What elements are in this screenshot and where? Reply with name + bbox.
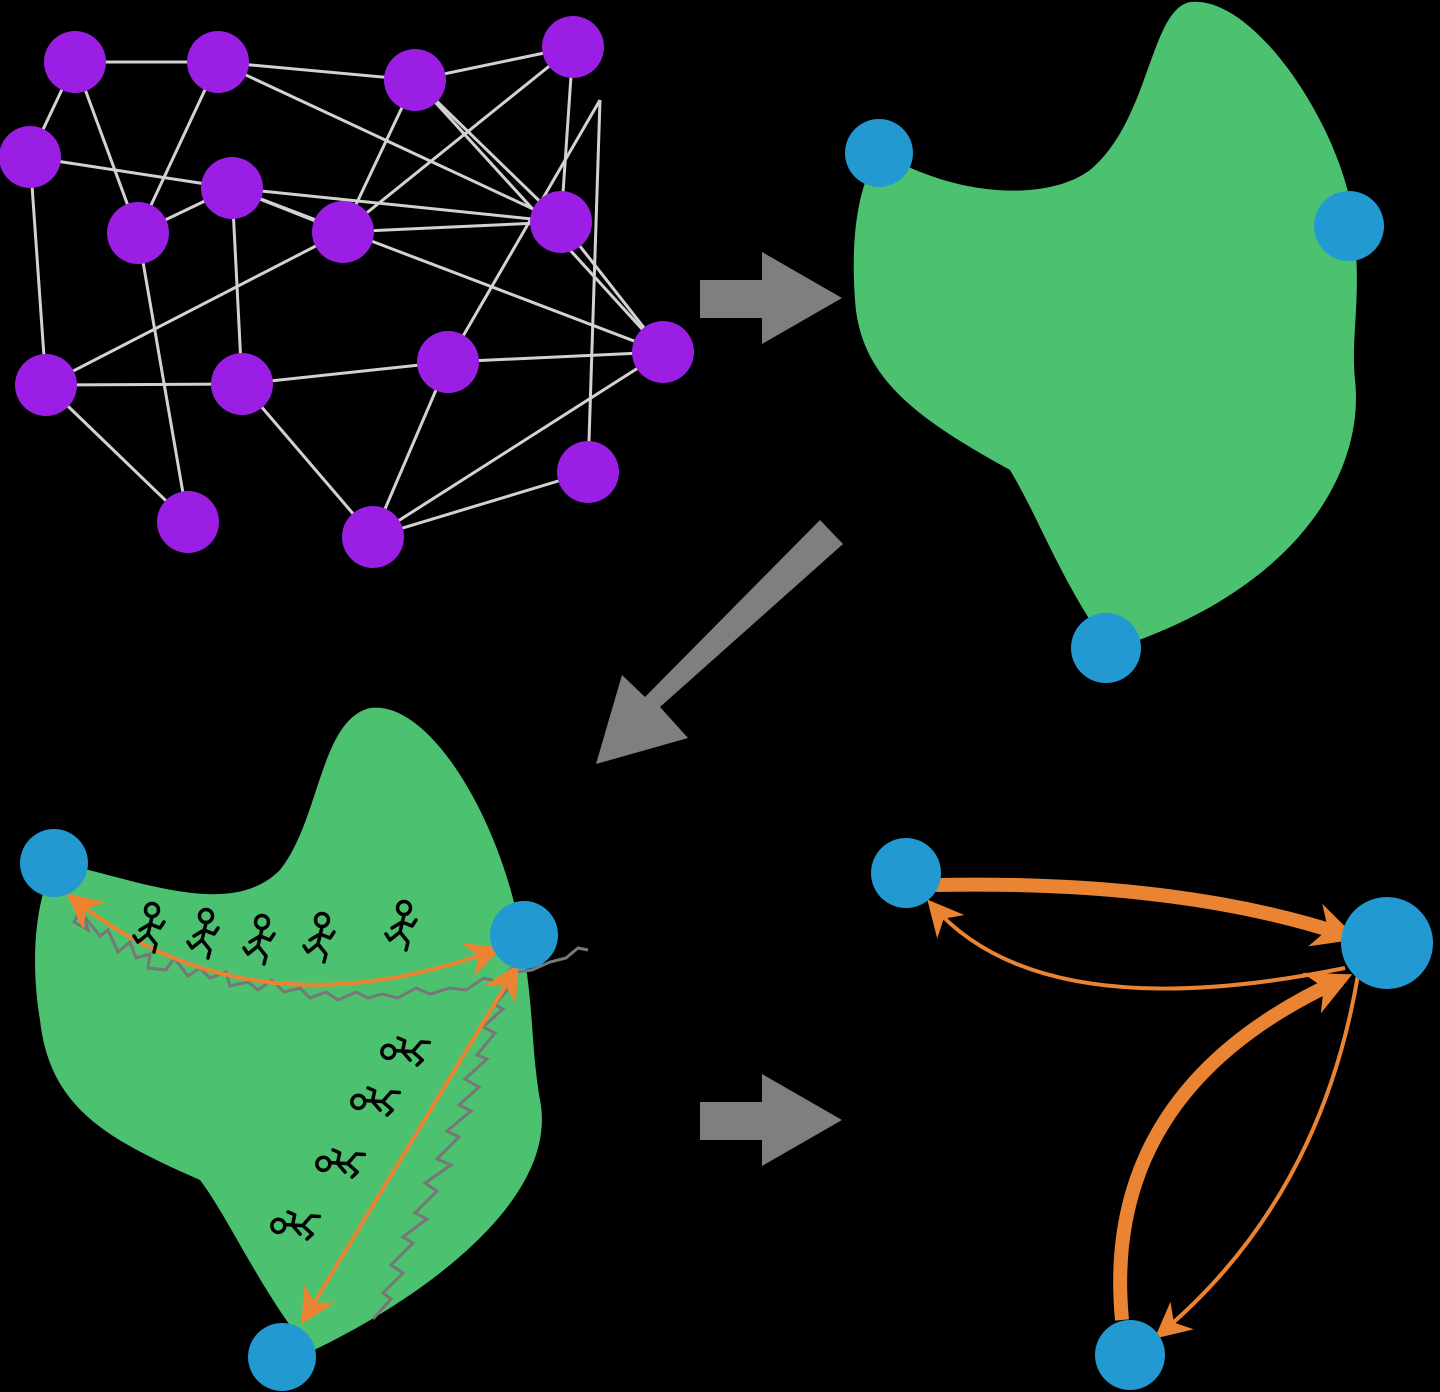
- network-edge: [136, 61, 220, 234]
- network-edge: [586, 99, 602, 473]
- walk-node-right: [490, 901, 558, 969]
- process-arrow-down-left: [596, 520, 843, 764]
- network-node: [530, 191, 592, 253]
- network-node: [157, 491, 219, 553]
- flow-graph-panel: [871, 838, 1433, 1390]
- network-node: [211, 353, 273, 415]
- network-node: [542, 16, 604, 78]
- region-node-bottom: [1071, 613, 1141, 683]
- network-edge: [136, 232, 190, 523]
- flow-node-c: [1095, 1320, 1165, 1390]
- network-node: [632, 321, 694, 383]
- network-edge: [372, 470, 589, 539]
- flow-link-b-a: [927, 899, 1346, 991]
- flow-node-b: [1341, 897, 1433, 989]
- region-node-top-left: [845, 119, 913, 187]
- region-blob: [853, 1, 1357, 651]
- network-node: [44, 31, 106, 93]
- network-edge: [342, 220, 562, 234]
- network-edge: [45, 382, 243, 387]
- network-node: [107, 202, 169, 264]
- flow-link-a-b: [934, 877, 1358, 947]
- network-edge: [29, 155, 233, 190]
- network-node: [342, 506, 404, 568]
- flow-node-a: [871, 838, 941, 908]
- network-edge: [45, 230, 344, 387]
- random-walks-panel: [20, 707, 589, 1391]
- network-nodes: [0, 16, 694, 568]
- network-node: [557, 441, 619, 503]
- network-edge: [371, 361, 450, 538]
- network-node: [201, 157, 263, 219]
- process-arrow-right-top: [700, 252, 842, 344]
- network-edge: [446, 99, 602, 363]
- network-edge: [28, 156, 48, 386]
- network-edge: [372, 350, 664, 539]
- network-edge: [447, 350, 664, 364]
- process-arrow-right-bottom: [700, 1074, 842, 1166]
- network-node: [0, 126, 61, 188]
- network-node: [187, 31, 249, 93]
- network-edge: [231, 186, 562, 224]
- network-node: [312, 201, 374, 263]
- walk-node-top-left: [20, 829, 88, 897]
- flow-arrow-side: [301, 963, 519, 1325]
- flow-link-b-c: [1154, 974, 1360, 1339]
- network-node: [15, 354, 77, 416]
- walk-node-bottom: [248, 1323, 316, 1391]
- network-edge: [241, 360, 449, 386]
- network-edge: [413, 78, 563, 224]
- network-edge: [44, 383, 190, 524]
- network-node: [417, 331, 479, 393]
- network-edge: [342, 45, 574, 234]
- flow-link-c-b: [1113, 972, 1353, 1321]
- coarse-region-panel: [845, 1, 1384, 683]
- region-node-right: [1314, 191, 1384, 261]
- network-edge: [217, 60, 416, 82]
- network-panel: [0, 16, 694, 568]
- network-edge: [231, 186, 664, 354]
- network-edge: [217, 60, 562, 224]
- network-node: [384, 49, 446, 111]
- network-edge: [240, 383, 375, 538]
- walk-region-blob: [35, 707, 542, 1352]
